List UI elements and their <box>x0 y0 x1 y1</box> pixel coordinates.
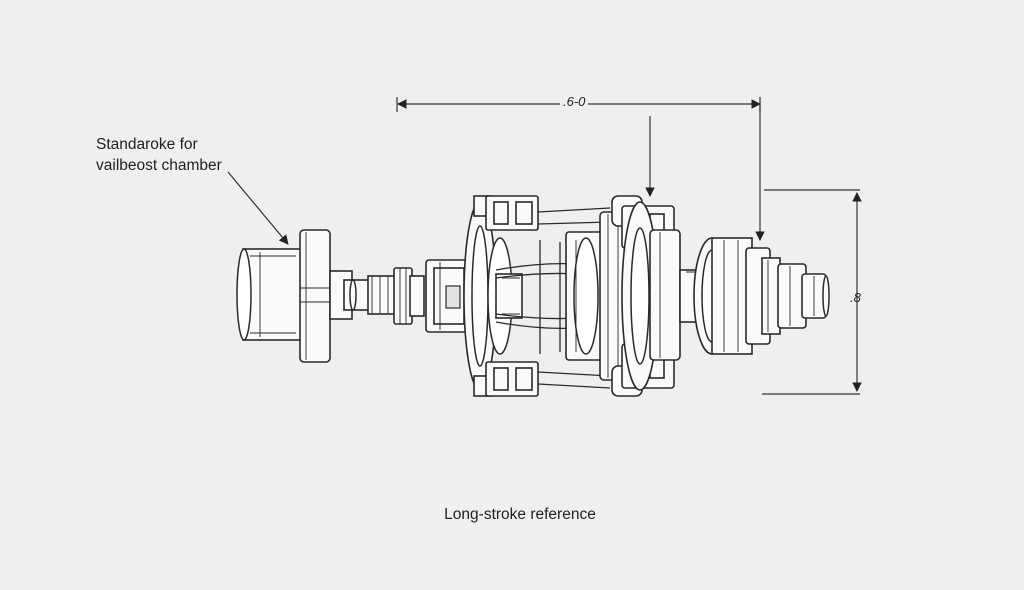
left-shaft <box>329 270 373 320</box>
diagram-caption: Long-stroke reference <box>444 506 596 523</box>
hub-block <box>425 259 475 333</box>
bearing-flange <box>693 237 753 355</box>
cage-right-brackets <box>621 201 681 391</box>
bearing-housing <box>745 247 781 345</box>
right-end-cap <box>777 263 830 329</box>
callout-label: Standaroke for vailbeost chamber <box>96 134 222 176</box>
callout-line-2: vailbeost chamber <box>96 157 222 174</box>
dimension-top <box>396 97 765 241</box>
cage-left-plate <box>463 195 497 397</box>
dimension-right <box>762 189 862 395</box>
callout-leader <box>227 171 289 245</box>
cage-bottom-rails <box>485 361 611 397</box>
callout-line-1: Standaroke for <box>96 136 198 153</box>
cage-top-rails <box>485 195 611 231</box>
spline-coupling <box>367 267 425 325</box>
left-flange <box>299 229 331 363</box>
dimension-top-label: .6-0 <box>560 94 589 109</box>
cage-inner-ring <box>487 237 523 355</box>
dimension-right-label: .8 <box>850 290 861 305</box>
